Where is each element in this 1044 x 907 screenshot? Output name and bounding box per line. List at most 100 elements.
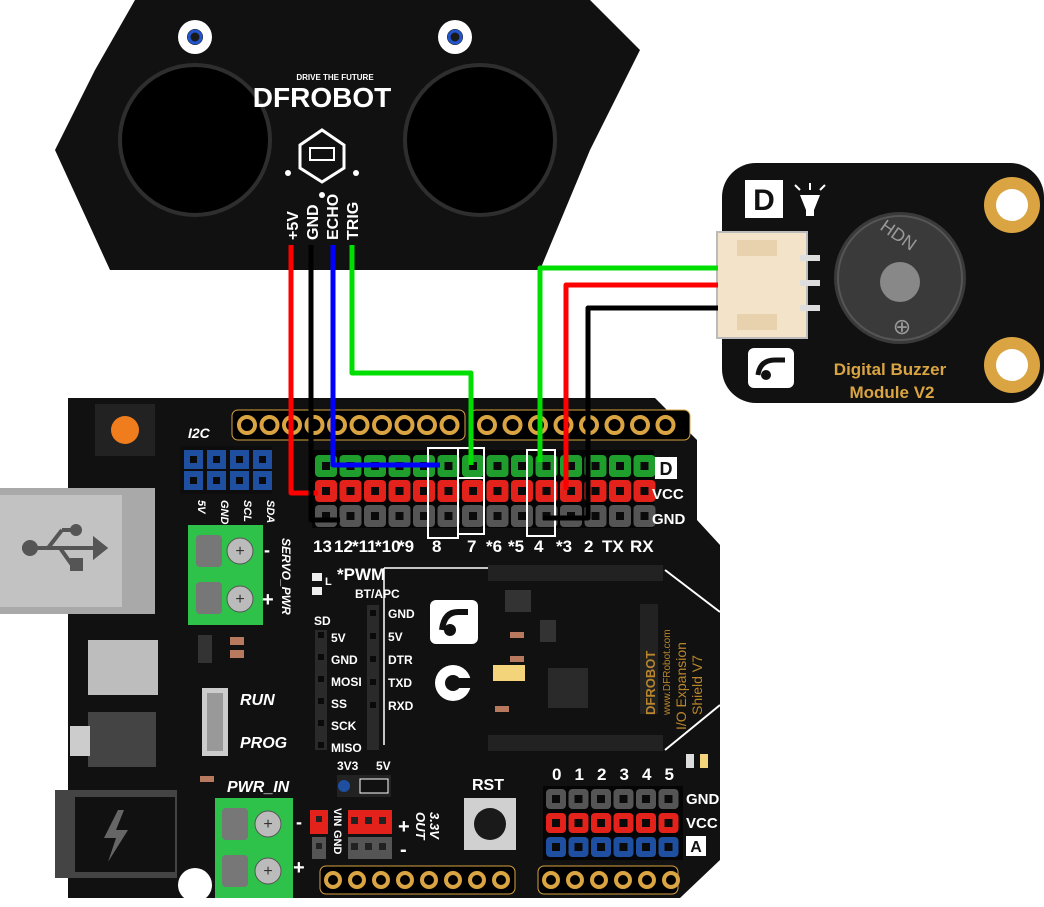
digital-pin-number: *3 xyxy=(556,537,572,556)
sd-pin-label: MISO xyxy=(331,741,362,755)
header-pin xyxy=(420,871,438,889)
buzzer-title-line2: Module V2 xyxy=(849,383,934,402)
digital-pin-number: *11 xyxy=(352,537,377,556)
light-icon xyxy=(794,183,826,216)
bt-pin-labels: GND 5V DTR TXD RXD xyxy=(370,607,415,713)
out-plus: + xyxy=(398,816,410,838)
sd-label: SD xyxy=(314,614,331,628)
header-pin xyxy=(468,871,486,889)
bt-pin-label: TXD xyxy=(388,676,412,690)
header-pin xyxy=(502,415,523,435)
analog-pin-number: 1 xyxy=(575,765,584,784)
run-label: RUN xyxy=(240,692,275,709)
bt-pin-label: GND xyxy=(388,607,415,621)
vin-label: VIN xyxy=(331,808,343,826)
pin-label-5v: +5V xyxy=(285,211,302,240)
header-pin xyxy=(327,415,347,435)
plus-mark: ⊕ xyxy=(893,314,911,339)
crystal-icon xyxy=(285,128,359,198)
header-pin xyxy=(604,415,625,435)
pin-label-gnd: GND xyxy=(305,204,322,240)
digital-pin-number: TX xyxy=(602,537,624,556)
ultrasonic-sensor: DFROBOT DRIVE THE FUTURE +5V GND ECHO TR… xyxy=(55,0,640,270)
sd-pin-label: SS xyxy=(331,697,347,711)
sd-pin-label: SCK xyxy=(331,719,357,733)
pin-label-trig: TRIG xyxy=(345,202,362,240)
bt-pin-label: RXD xyxy=(388,699,414,713)
header-pin xyxy=(396,871,414,889)
pin-label-echo: ECHO xyxy=(325,194,342,240)
header-pin xyxy=(237,415,257,435)
i2c-header xyxy=(184,450,272,490)
analog-pin-number: 4 xyxy=(642,765,652,784)
usb-icon xyxy=(22,524,109,571)
wire-buzzer-vcc-red xyxy=(563,282,718,490)
lightning-icon xyxy=(104,810,128,862)
header-pin xyxy=(349,415,370,435)
analog-pin-number: 0 xyxy=(552,765,561,784)
svg-text:+: + xyxy=(235,543,244,560)
digital-pin-number: *6 xyxy=(486,537,502,556)
analog-pin-number: 5 xyxy=(665,765,674,784)
row-label-gnd: GND xyxy=(652,511,686,528)
header-pin xyxy=(444,871,462,889)
analog-pin-number: 2 xyxy=(597,765,606,784)
transducer xyxy=(118,63,272,217)
transducer xyxy=(403,63,557,217)
side-title: I/O Expansion xyxy=(673,642,689,730)
header-pin xyxy=(566,871,584,889)
analog-header xyxy=(546,789,679,857)
sd-pin-label: 5V xyxy=(331,631,346,645)
svg-text:+: + xyxy=(263,863,272,880)
led-label: L xyxy=(325,576,332,588)
digital-pin-number: 13 xyxy=(313,537,332,556)
side-brand: DFROBOT xyxy=(643,651,658,715)
out-minus: - xyxy=(400,839,407,861)
header-pin xyxy=(614,871,632,889)
digital-pin-number: *10 xyxy=(375,537,401,556)
dfrobot-logo-icon xyxy=(430,600,478,644)
header-pin xyxy=(590,871,608,889)
i2c-pin-scl: SCL xyxy=(241,500,253,522)
row-label-vcc: VCC xyxy=(652,486,684,503)
digital-pin-number: *5 xyxy=(508,537,524,556)
digital-pin-number: 7 xyxy=(467,537,476,556)
bt-pin-label: DTR xyxy=(388,653,413,667)
i2c-pin-5v: 5V xyxy=(195,500,207,515)
row-label-d-text: D xyxy=(660,459,673,479)
analog-row-vcc: VCC xyxy=(686,815,718,832)
i2c-pin-gnd: GND xyxy=(218,500,230,525)
analog-row-a: A xyxy=(690,839,702,856)
header-pin xyxy=(394,415,415,435)
badge-letter: D xyxy=(753,184,775,217)
rst-label: RST xyxy=(472,777,504,794)
header-pin xyxy=(662,871,680,889)
side-url: www.DFRobot.com xyxy=(662,629,673,716)
gnd-label: GND xyxy=(331,830,343,855)
bt-label: BT/APC xyxy=(355,587,400,601)
header-pin xyxy=(492,871,510,889)
header-pin xyxy=(372,871,390,889)
svg-text:+: + xyxy=(235,591,244,608)
header-pin xyxy=(372,415,392,435)
wire-gnd-black xyxy=(308,245,340,523)
dfrobot-logo-icon xyxy=(748,348,794,388)
header-pin xyxy=(638,871,656,889)
header-pin xyxy=(259,415,280,435)
digital-pin-number: 8 xyxy=(432,537,441,556)
header-pin xyxy=(439,415,460,435)
digital-pin-number: *9 xyxy=(398,537,414,556)
buzzer-module: D HDN ⊕ Digital Buzzer Module V2 xyxy=(716,163,1044,403)
pwr-minus: - xyxy=(296,812,302,832)
i2c-pin-sda: SDA xyxy=(264,500,276,523)
header-pin xyxy=(542,871,560,889)
bt-pin-label: 5V xyxy=(388,630,403,644)
sensor-tagline: DRIVE THE FUTURE xyxy=(296,73,374,82)
wire-buzzer-signal-green xyxy=(537,265,718,462)
open-hardware-gear-icon xyxy=(435,665,473,701)
digital-pin-number: 12 xyxy=(334,537,353,556)
wire-buzzer-gnd-black xyxy=(543,305,718,521)
prog-label: PROG xyxy=(240,735,287,752)
